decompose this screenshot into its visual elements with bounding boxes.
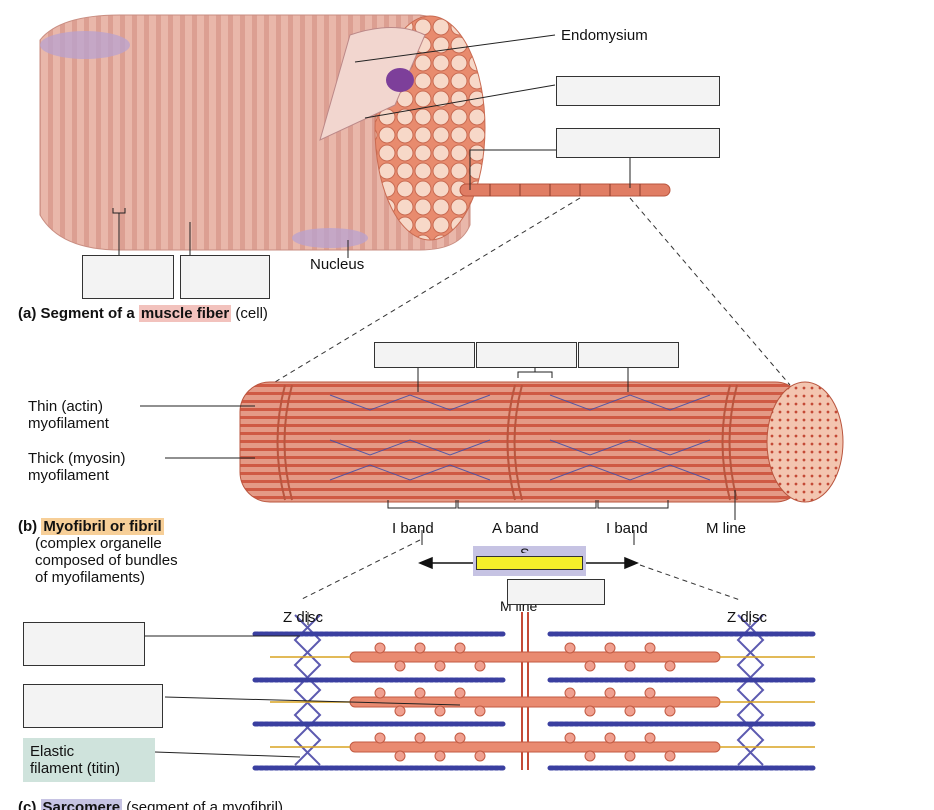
zoom-lines — [269, 197, 791, 601]
label-i-band-right: I band — [606, 520, 648, 537]
muscle-fiber-drawing — [39, 14, 671, 251]
label-z-disc-left: Z disc — [283, 609, 324, 626]
answer-box-7[interactable] — [578, 342, 679, 368]
label-nucleus: Nucleus — [310, 256, 365, 273]
answer-box-6[interactable] — [476, 342, 577, 368]
label-elastic-line1: Elastic — [30, 743, 75, 760]
caption-a-suffix: (cell) — [231, 305, 268, 322]
leader-lines-c — [145, 612, 751, 758]
caption-c-prefix: (c) — [18, 799, 41, 810]
answer-box-4[interactable] — [180, 255, 270, 299]
elastic-label-bg — [23, 738, 155, 782]
answer-box-sarcomere[interactable] — [476, 556, 583, 570]
answer-box-9[interactable] — [23, 622, 145, 666]
caption-b-line1: (complex organelle — [35, 535, 162, 552]
caption-a: (a) Segment of a muscle fiber (cell) — [18, 305, 268, 322]
answer-box-5[interactable] — [374, 342, 475, 368]
label-thick-line2: myofilament — [28, 467, 109, 484]
label-z-disc-right: Z disc — [727, 609, 768, 626]
label-thick-filament: Thick (myosin) myofilament — [28, 450, 126, 484]
answer-box-8[interactable] — [507, 579, 605, 605]
label-sarcomere-partial: S — [520, 545, 530, 553]
label-thick-line1: Thick (myosin) — [28, 450, 126, 467]
answer-box-10[interactable] — [23, 684, 163, 728]
answer-box-2[interactable] — [556, 128, 720, 158]
caption-b: (b) Myofibril or fibril (complex organel… — [18, 518, 178, 586]
label-m-line: M line — [706, 520, 747, 537]
caption-c-highlight: Sarcomere — [40, 799, 123, 810]
caption-c-suffix: (segment of a myofibril) — [122, 799, 283, 810]
label-endomysium: Endomysium — [561, 27, 648, 44]
caption-a-prefix: (a) Segment of a — [18, 305, 139, 322]
caption-b-line2: composed of bundles — [35, 552, 178, 569]
caption-b-highlight: Myofibril or fibril — [41, 518, 164, 535]
caption-b-line3: of myofilaments) — [35, 569, 146, 586]
caption-c: (c) Sarcomere (segment of a myofibril) — [18, 799, 283, 810]
label-thin-line2: myofilament — [28, 415, 109, 432]
caption-b-prefix: (b) — [18, 518, 42, 535]
label-elastic-line2: filament (titin) — [30, 760, 121, 777]
sarcomere-drawing — [252, 612, 818, 771]
label-a-band: A band — [492, 520, 539, 537]
answer-box-1[interactable] — [556, 76, 720, 106]
caption-a-highlight: muscle fiber — [138, 305, 232, 322]
myofibril-drawing — [239, 381, 844, 503]
label-thin-filament: Thin (actin) myofilament — [28, 398, 109, 432]
leader-lines-b — [140, 366, 736, 545]
answer-box-3[interactable] — [82, 255, 174, 299]
label-i-band-left: I band — [392, 520, 434, 537]
label-elastic-filament: Elastic filament (titin) — [30, 743, 120, 777]
label-thin-line1: Thin (actin) — [28, 398, 104, 415]
